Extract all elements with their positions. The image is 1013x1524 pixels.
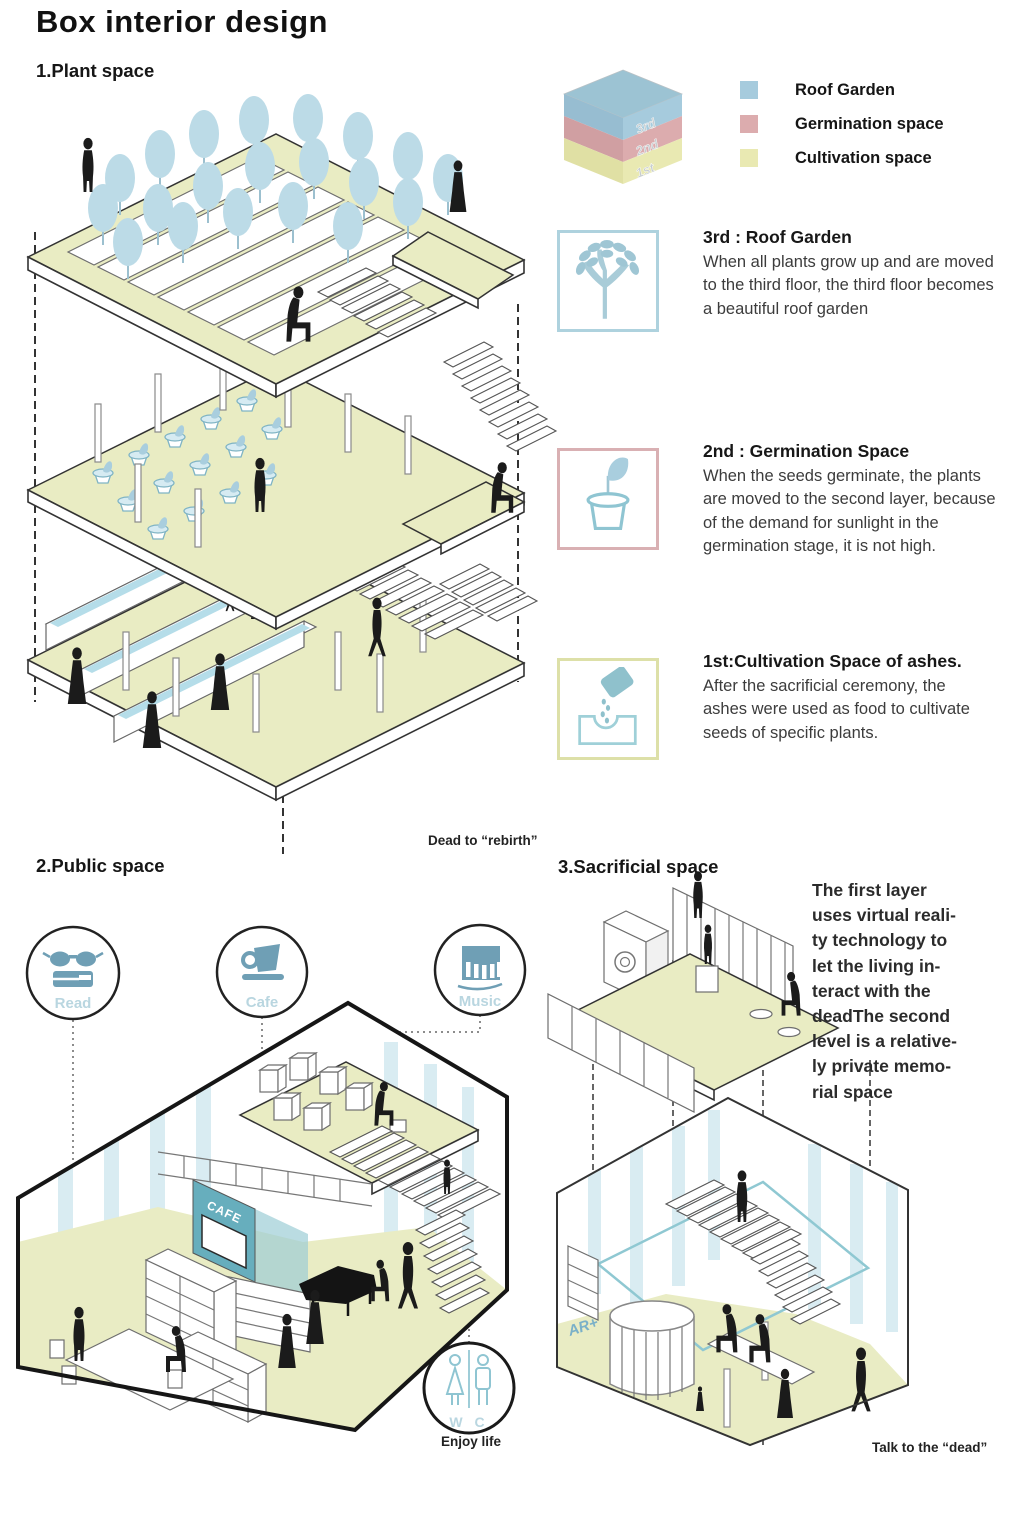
glass-partition: [157, 1151, 373, 1207]
sacrificial-description: The first layer uses virtual reali- ty t…: [812, 878, 1013, 1105]
info-body: When the seeds germinate, the plants are…: [703, 466, 996, 556]
roof-garden-icon-box: [557, 230, 659, 332]
wc-label: W C: [449, 1414, 488, 1430]
section-heading-plant-space: 1.Plant space: [36, 60, 155, 81]
amenity-cafe: Cafe: [215, 925, 309, 1019]
section-heading-sacrificial-space: 3.Sacrificial space: [558, 856, 719, 877]
bookshelves: [144, 1248, 268, 1424]
caption-dead-to-rebirth: Dead to “rebirth”: [428, 833, 538, 848]
roof-garden-info: 3rd : Roof Garden When all plants grow u…: [703, 226, 1005, 321]
sacrificial-space-axonometric-drawing: AR+: [547, 871, 909, 1447]
shelf: [567, 1245, 599, 1321]
description-line: teract with the: [812, 980, 931, 1001]
legend-item-germination: Germination space: [740, 107, 944, 141]
second-floor-germination: [26, 341, 557, 631]
legend-item-roof-garden: Roof Garden: [740, 73, 944, 107]
public-space-axonometric-drawing: CAFE: [16, 923, 527, 1435]
legend-chip-germination: [740, 115, 758, 133]
description-line: uses virtual reali-: [812, 905, 956, 926]
room-outline: [556, 1096, 909, 1447]
restroom-icon: [445, 1350, 491, 1408]
cultivation-icon-box: [557, 658, 659, 760]
description-line: The first layer: [812, 880, 927, 900]
column: [723, 1368, 731, 1428]
stack-label-1st: 1st: [634, 160, 658, 181]
seedling-pot-icon: [586, 457, 630, 530]
legend-item-cultivation: Cultivation space: [740, 141, 944, 175]
amenity-music: Music: [433, 923, 527, 1017]
box-outline: [16, 1000, 509, 1433]
first-floor-cultivation: [26, 528, 538, 802]
ashes-pour-icon: [578, 667, 637, 746]
coffee-cup-icon: [241, 944, 284, 980]
germination-info: 2nd : Germination Space When the seeds g…: [703, 440, 1005, 559]
caption-talk-to-the-dead: Talk to the “dead”: [872, 1440, 988, 1455]
round-memorial-cylinder: [609, 1300, 695, 1400]
description-line: ty technology to: [812, 930, 948, 951]
stair-third-to-second: [443, 341, 557, 452]
amenity-label: Music: [459, 993, 502, 1010]
description-line: let the living in-: [812, 955, 941, 976]
legend-label: Germination space: [795, 114, 944, 133]
cultivation-info: 1st:Cultivation Space of ashes. After th…: [703, 650, 983, 745]
caption-enjoy-life: Enjoy life: [441, 1434, 502, 1449]
person-silhouette: [82, 137, 94, 192]
wc-badge: W C: [422, 1341, 516, 1435]
piano-icon: [457, 946, 503, 991]
info-title: 2nd : Germination Space: [703, 441, 910, 461]
page-title: Box interior design: [36, 4, 328, 39]
first-level-ar-room: AR+: [556, 1096, 909, 1447]
glasses-book-icon: [42, 951, 104, 987]
third-floor-roof-garden: [26, 94, 526, 399]
info-body: When all plants grow up and are moved to…: [703, 252, 994, 318]
description-line: level is a relative-: [812, 1031, 957, 1052]
plant-space-axonometric-drawing: [26, 94, 557, 854]
amenity-label: Read: [55, 995, 92, 1012]
legend: Roof Garden Germination space Cultivatio…: [740, 73, 944, 175]
description-line: deadThe second: [812, 1006, 951, 1027]
tree-icon: [575, 240, 640, 319]
legend-chip-cultivation: [740, 149, 758, 167]
description-line: rial space: [812, 1081, 893, 1102]
second-level-memorial-platform: [547, 871, 840, 1113]
legend-label: Cultivation space: [795, 148, 932, 167]
info-title: 1st:Cultivation Space of ashes.: [703, 651, 962, 671]
info-title: 3rd : Roof Garden: [703, 227, 852, 247]
description-line: ly private memo-: [812, 1056, 952, 1077]
platform-railing: [547, 993, 695, 1113]
amenity-label: Cafe: [246, 994, 279, 1011]
floor-stack-diagram: 3rd 2nd 1st: [562, 69, 684, 184]
section-heading-public-space: 2.Public space: [36, 855, 165, 876]
legend-chip-roof-garden: [740, 81, 758, 99]
info-body: After the sacrificial ceremony, the ashe…: [703, 676, 970, 742]
amenity-read: Read: [25, 925, 121, 1021]
germination-icon-box: [557, 448, 659, 550]
legend-label: Roof Garden: [795, 80, 895, 99]
